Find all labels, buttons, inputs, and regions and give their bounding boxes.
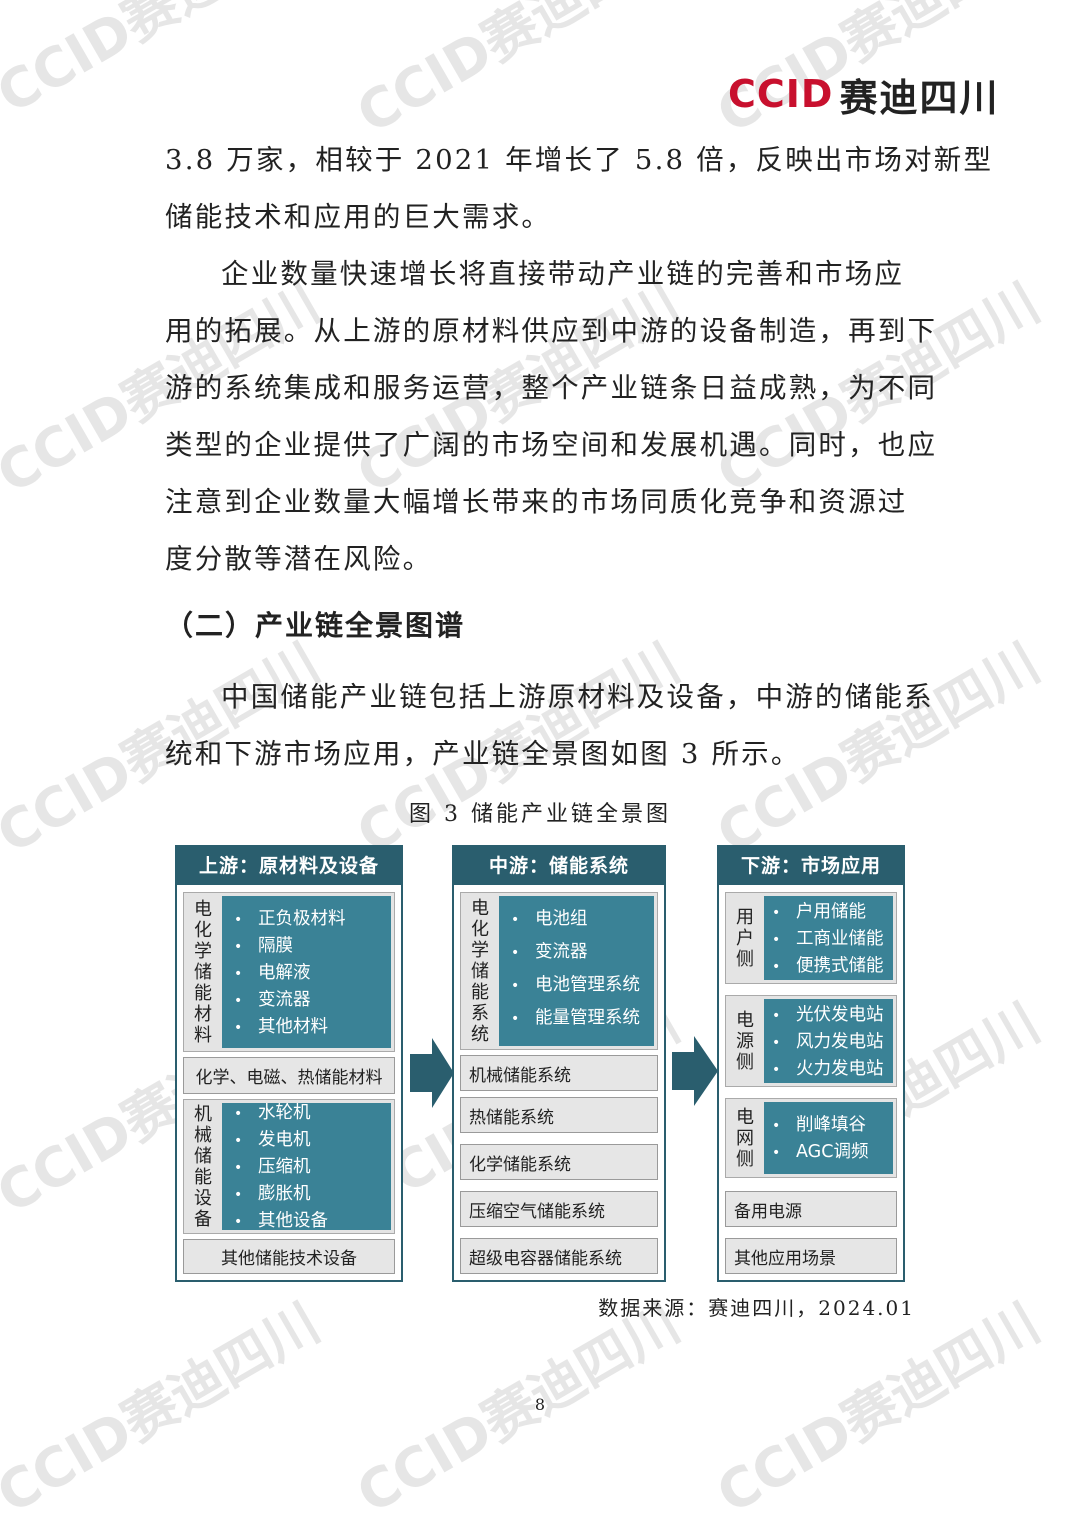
- upstream-title: 上游：原材料及设备: [177, 847, 401, 885]
- other-equipment-box: 其他储能技术设备: [183, 1239, 395, 1274]
- list-item: 电池组: [511, 903, 654, 936]
- page-number: 8: [534, 1395, 546, 1414]
- watermark: CCID赛迪四川: [0, 0, 330, 126]
- grid-side-group: 电网侧 削峰填谷 AGC调频: [725, 1098, 897, 1178]
- logo-brand: CCID: [728, 72, 834, 116]
- list-item: 膨胀机: [234, 1181, 391, 1208]
- list-item: 发电机: [234, 1127, 391, 1154]
- text-line: 度分散等潜在风险。: [165, 543, 433, 575]
- figure-caption: 图 3 储能产业链全景图: [409, 802, 671, 827]
- text-line: 企业数量快速增长将直接带动产业链的完善和市场应: [221, 258, 905, 290]
- list-item: 削峰填谷: [772, 1112, 893, 1139]
- list-item: 隔膜: [234, 933, 391, 960]
- system-box: 压缩空气储能系统: [460, 1191, 658, 1227]
- list-item: 电池管理系统: [511, 969, 654, 1002]
- group-items: 电池组 变流器 电池管理系统 能量管理系统: [499, 896, 654, 1046]
- text-line: 用的拓展。从上游的原材料供应到中游的设备制造，再到下: [165, 315, 938, 347]
- midstream-title: 中游：储能系统: [454, 847, 664, 885]
- list-item: 水轮机: [234, 1100, 391, 1127]
- text-line: 储能技术和应用的巨大需求。: [165, 201, 552, 233]
- group-items: 光伏发电站 风力发电站 火力发电站: [764, 999, 893, 1083]
- group-items: 户用储能 工商业储能 便携式储能: [764, 896, 893, 980]
- group-label: 机械储能设备: [194, 1103, 212, 1230]
- list-item: 光伏发电站: [772, 1002, 893, 1029]
- list-item: 火力发电站: [772, 1056, 893, 1083]
- logo-name: 赛迪四川: [839, 75, 1000, 120]
- materials-box: 化学、电磁、热储能材料: [183, 1057, 395, 1094]
- group-label: 电化学储能材料: [194, 898, 212, 1046]
- list-item: 户用储能: [772, 899, 893, 926]
- group-label: 电化学储能系统: [471, 897, 489, 1045]
- group-label: 电网侧: [736, 1106, 754, 1170]
- paragraph-3: 中国储能产业链包括上游原材料及设备，中游的储能系 统和下游市场应用，产业链全景图…: [165, 669, 934, 783]
- group-items: 削峰填谷 AGC调频: [764, 1102, 893, 1174]
- group-items: 正负极材料 隔膜 电解液 变流器 其他材料: [222, 896, 391, 1048]
- text-line: 注意到企业数量大幅增长带来的市场同质化竞争和资源过: [165, 486, 908, 518]
- data-source: 数据来源：赛迪四川，2024.01: [598, 1296, 915, 1320]
- list-item: 风力发电站: [772, 1029, 893, 1056]
- downstream-column: 下游：市场应用 用户侧 户用储能 工商业储能 便携式储能 电源侧 光伏发电站 风…: [717, 845, 905, 1282]
- text-line: 中国储能产业链包括上游原材料及设备，中游的储能系: [221, 681, 934, 713]
- list-item: 能量管理系统: [511, 1002, 654, 1035]
- list-item: 压缩机: [234, 1154, 391, 1181]
- section-heading: （二）产业链全景图谱: [165, 609, 466, 642]
- list-item: 变流器: [511, 936, 654, 969]
- application-box: 其他应用场景: [725, 1238, 897, 1274]
- system-box: 化学储能系统: [460, 1144, 658, 1180]
- group-label: 电源侧: [736, 1009, 754, 1073]
- list-item: 变流器: [234, 987, 391, 1014]
- downstream-title: 下游：市场应用: [719, 847, 903, 885]
- group-items: 水轮机 发电机 压缩机 膨胀机 其他设备: [222, 1100, 391, 1231]
- system-box: 机械储能系统: [460, 1055, 658, 1091]
- text-line: 游的系统集成和服务运营，整个产业链条日益成熟，为不同: [165, 372, 938, 404]
- system-box: 超级电容器储能系统: [460, 1238, 658, 1274]
- watermark: CCID赛迪四川: [346, 0, 690, 146]
- text-line: 统和下游市场应用，产业链全景图如图 3 所示。: [165, 738, 801, 770]
- flow-arrow-icon: [410, 1038, 454, 1108]
- paragraph-2: 企业数量快速增长将直接带动产业链的完善和市场应 用的拓展。从上游的原材料供应到中…: [165, 246, 938, 588]
- paragraph-1: 3.8 万家，相较于 2021 年增长了 5.8 倍，反映出市场对新型 储能技术…: [165, 132, 994, 246]
- user-side-group: 用户侧 户用储能 工商业储能 便携式储能: [725, 892, 897, 984]
- list-item: 其他设备: [234, 1208, 391, 1235]
- list-item: 工商业储能: [772, 926, 893, 953]
- text-line: 3.8 万家，相较于 2021 年增长了 5.8 倍，反映出市场对新型: [165, 144, 994, 176]
- power-side-group: 电源侧 光伏发电站 风力发电站 火力发电站: [725, 995, 897, 1087]
- application-box: 备用电源: [725, 1191, 897, 1227]
- list-item: AGC调频: [772, 1139, 893, 1166]
- list-item: 其他材料: [234, 1014, 391, 1041]
- system-box: 热储能系统: [460, 1097, 658, 1133]
- text-line: 类型的企业提供了广阔的市场空间和发展机遇。同时，也应: [165, 429, 938, 461]
- ccid-logo: CCID 赛迪四川: [728, 64, 999, 124]
- list-item: 电解液: [234, 960, 391, 987]
- group-label: 用户侧: [736, 906, 754, 970]
- list-item: 便携式储能: [772, 953, 893, 980]
- list-item: 正负极材料: [234, 906, 391, 933]
- flow-arrow-icon: [672, 1036, 718, 1106]
